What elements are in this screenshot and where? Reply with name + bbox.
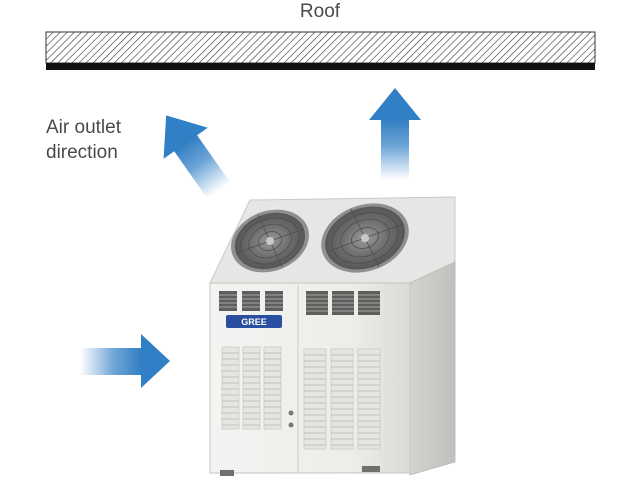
lower-grilles-left — [221, 346, 282, 430]
air-inlet-arrow-right — [80, 334, 170, 388]
lower-grilles-right — [303, 348, 381, 450]
unit-foot — [362, 466, 380, 472]
upper-grilles-left — [219, 291, 283, 311]
unit-foot — [220, 470, 234, 476]
outdoor-unit-icon: GREE — [209, 196, 456, 476]
air-outlet-label: Air outlet direction — [46, 115, 166, 165]
service-port — [288, 410, 294, 416]
service-port — [288, 422, 294, 428]
roof-label: Roof — [299, 1, 341, 22]
air-outlet-arrow-diagonal — [163, 115, 231, 199]
brand-logo-text: GREE — [241, 317, 267, 327]
fan-left — [231, 209, 309, 273]
fan-right — [321, 203, 409, 273]
air-outlet-label-line1: Air outlet — [46, 117, 121, 138]
upper-grilles-right — [306, 291, 380, 315]
air-outlet-arrow-up — [369, 88, 421, 180]
roof — [45, 31, 596, 70]
brand-logo: GREE — [226, 315, 282, 328]
air-outlet-label-line2: direction — [46, 142, 118, 163]
